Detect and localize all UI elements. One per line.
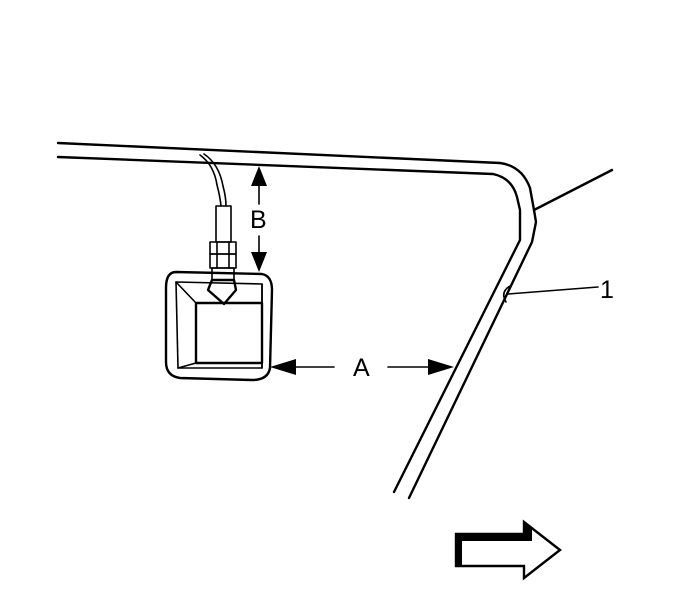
sensor-bevel-corner-bl	[177, 362, 197, 369]
windshield-frame-outer	[56, 141, 538, 500]
connector-sleeve	[215, 205, 232, 243]
callout-1-label: 1	[600, 276, 614, 304]
sensor-lens	[194, 301, 264, 365]
callout-1-leader	[507, 286, 599, 295]
dimension-a-arrow-left	[270, 359, 296, 375]
sensor-wire-inner	[203, 153, 227, 207]
dimension-b-label: B	[250, 206, 267, 234]
dimension-b-arrow-up	[251, 166, 267, 186]
arrow-right-icon-shadow	[456, 522, 532, 566]
sensor-bevel-corner-tl	[175, 281, 197, 304]
sensor-nozzle	[206, 278, 238, 306]
windshield-frame-inner	[56, 155, 522, 494]
body-panel-edge	[532, 168, 614, 212]
connector-nut	[209, 241, 237, 255]
connector-nut-lower	[209, 253, 237, 269]
sensor-wire	[199, 154, 222, 207]
dimension-a-label: A	[353, 354, 370, 382]
arrow-right-icon	[454, 519, 562, 581]
sensor-housing	[164, 270, 274, 382]
dimension-b-arrow-down	[251, 252, 267, 272]
dimension-a-arrow-right	[428, 359, 454, 375]
callout-1-notch	[502, 285, 511, 303]
